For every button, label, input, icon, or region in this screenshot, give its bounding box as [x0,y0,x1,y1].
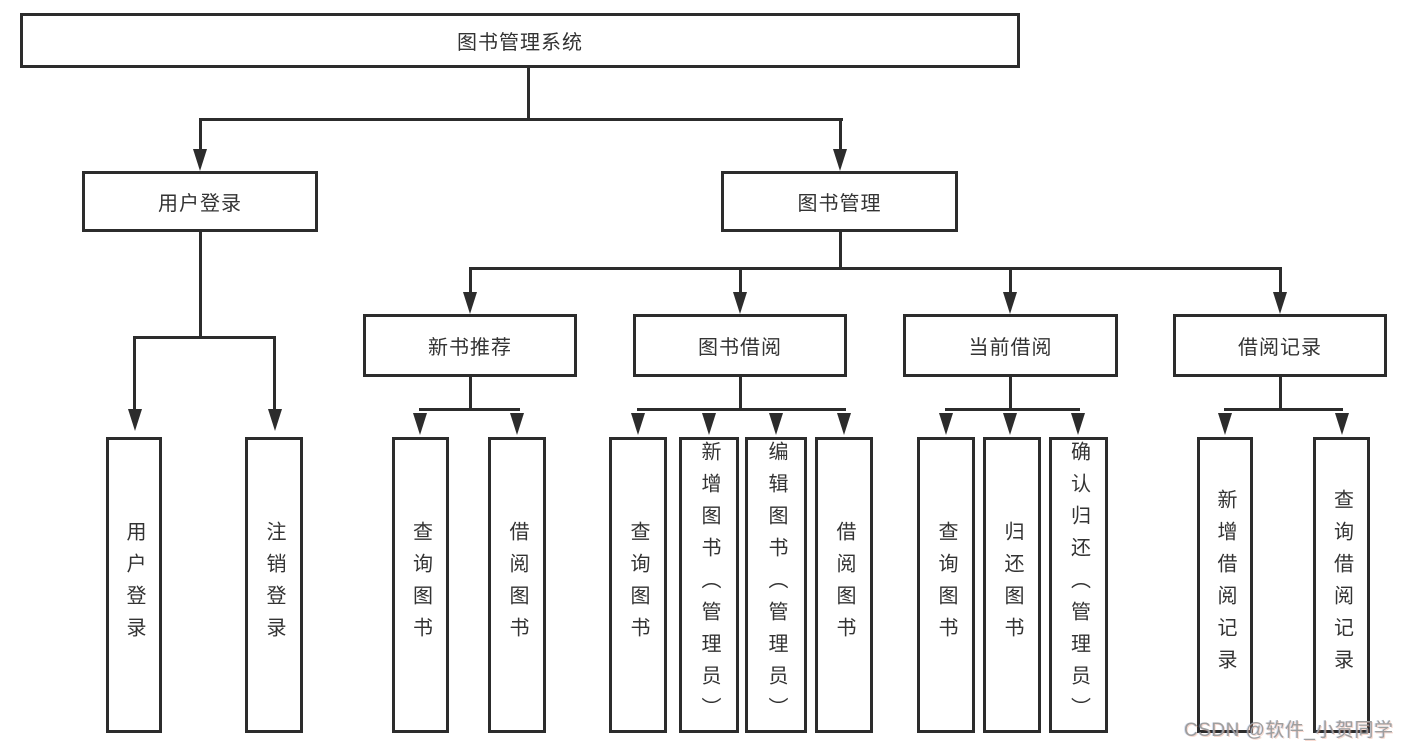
connector-line [273,339,276,409]
arrow-down-icon [268,409,282,431]
connector-line [199,232,202,336]
connector-line [739,270,742,292]
arrow-down-icon [510,413,524,435]
arrow-down-icon [1071,413,1085,435]
arrow-down-icon [1335,413,1349,435]
leaf-query-books-borrowing: 查询图书 [609,437,667,733]
leaf-query-books-recommend: 查询图书 [392,437,449,733]
connector-line [945,408,1080,411]
csdn-watermark: CSDN @软件_小贺同学 [1184,720,1394,741]
connector-line [1279,377,1282,408]
arrow-down-icon [939,413,953,435]
arrow-down-icon [837,413,851,435]
connector-line [527,68,530,118]
node-borrowing-records: 借阅记录 [1173,314,1387,377]
arrow-down-icon [1003,413,1017,435]
arrow-down-icon [463,292,477,314]
connector-line [469,267,1282,270]
arrow-down-icon [702,413,716,435]
arrow-down-icon [128,409,142,431]
connector-line [1279,270,1282,292]
arrow-down-icon [833,149,847,171]
connector-line [739,377,742,408]
connector-line [199,121,202,149]
connector-line [1009,377,1012,408]
leaf-borrow-books-borrowing: 借阅图书 [815,437,873,733]
connector-line [133,336,276,339]
node-current-borrowing: 当前借阅 [903,314,1118,377]
arrow-down-icon [413,413,427,435]
leaf-return-books: 归还图书 [983,437,1041,733]
connector-line [1224,408,1343,411]
connector-line [839,121,842,149]
connector-line [839,232,842,267]
node-book-management: 图书管理 [721,171,958,232]
node-library-system: 图书管理系统 [20,13,1020,68]
arrow-down-icon [1218,413,1232,435]
connector-line [637,408,846,411]
node-book-borrowing: 图书借阅 [633,314,847,377]
leaf-query-books-current: 查询图书 [917,437,975,733]
leaf-add-borrow-record: 新增借阅记录 [1197,437,1253,733]
connector-line [1009,270,1012,292]
leaf-confirm-return-admin: 确认归还（管理员） [1049,437,1108,733]
arrow-down-icon [1273,292,1287,314]
leaf-query-borrow-record: 查询借阅记录 [1313,437,1370,733]
leaf-logout-login: 注销登录 [245,437,303,733]
arrow-down-icon [1003,292,1017,314]
arrow-down-icon [193,149,207,171]
leaf-borrow-books-recommend: 借阅图书 [488,437,546,733]
connector-line [419,408,520,411]
node-new-book-recommendation: 新书推荐 [363,314,577,377]
node-user-login: 用户登录 [82,171,318,232]
connector-line [469,377,472,408]
connector-line [133,339,136,409]
arrow-down-icon [769,413,783,435]
connector-line [469,270,472,292]
leaf-edit-books-admin: 编辑图书（管理员） [745,437,807,733]
connector-line [199,118,843,121]
arrow-down-icon [733,292,747,314]
leaf-user-login: 用户登录 [106,437,162,733]
leaf-add-books-admin: 新增图书（管理员） [679,437,739,733]
arrow-down-icon [631,413,645,435]
